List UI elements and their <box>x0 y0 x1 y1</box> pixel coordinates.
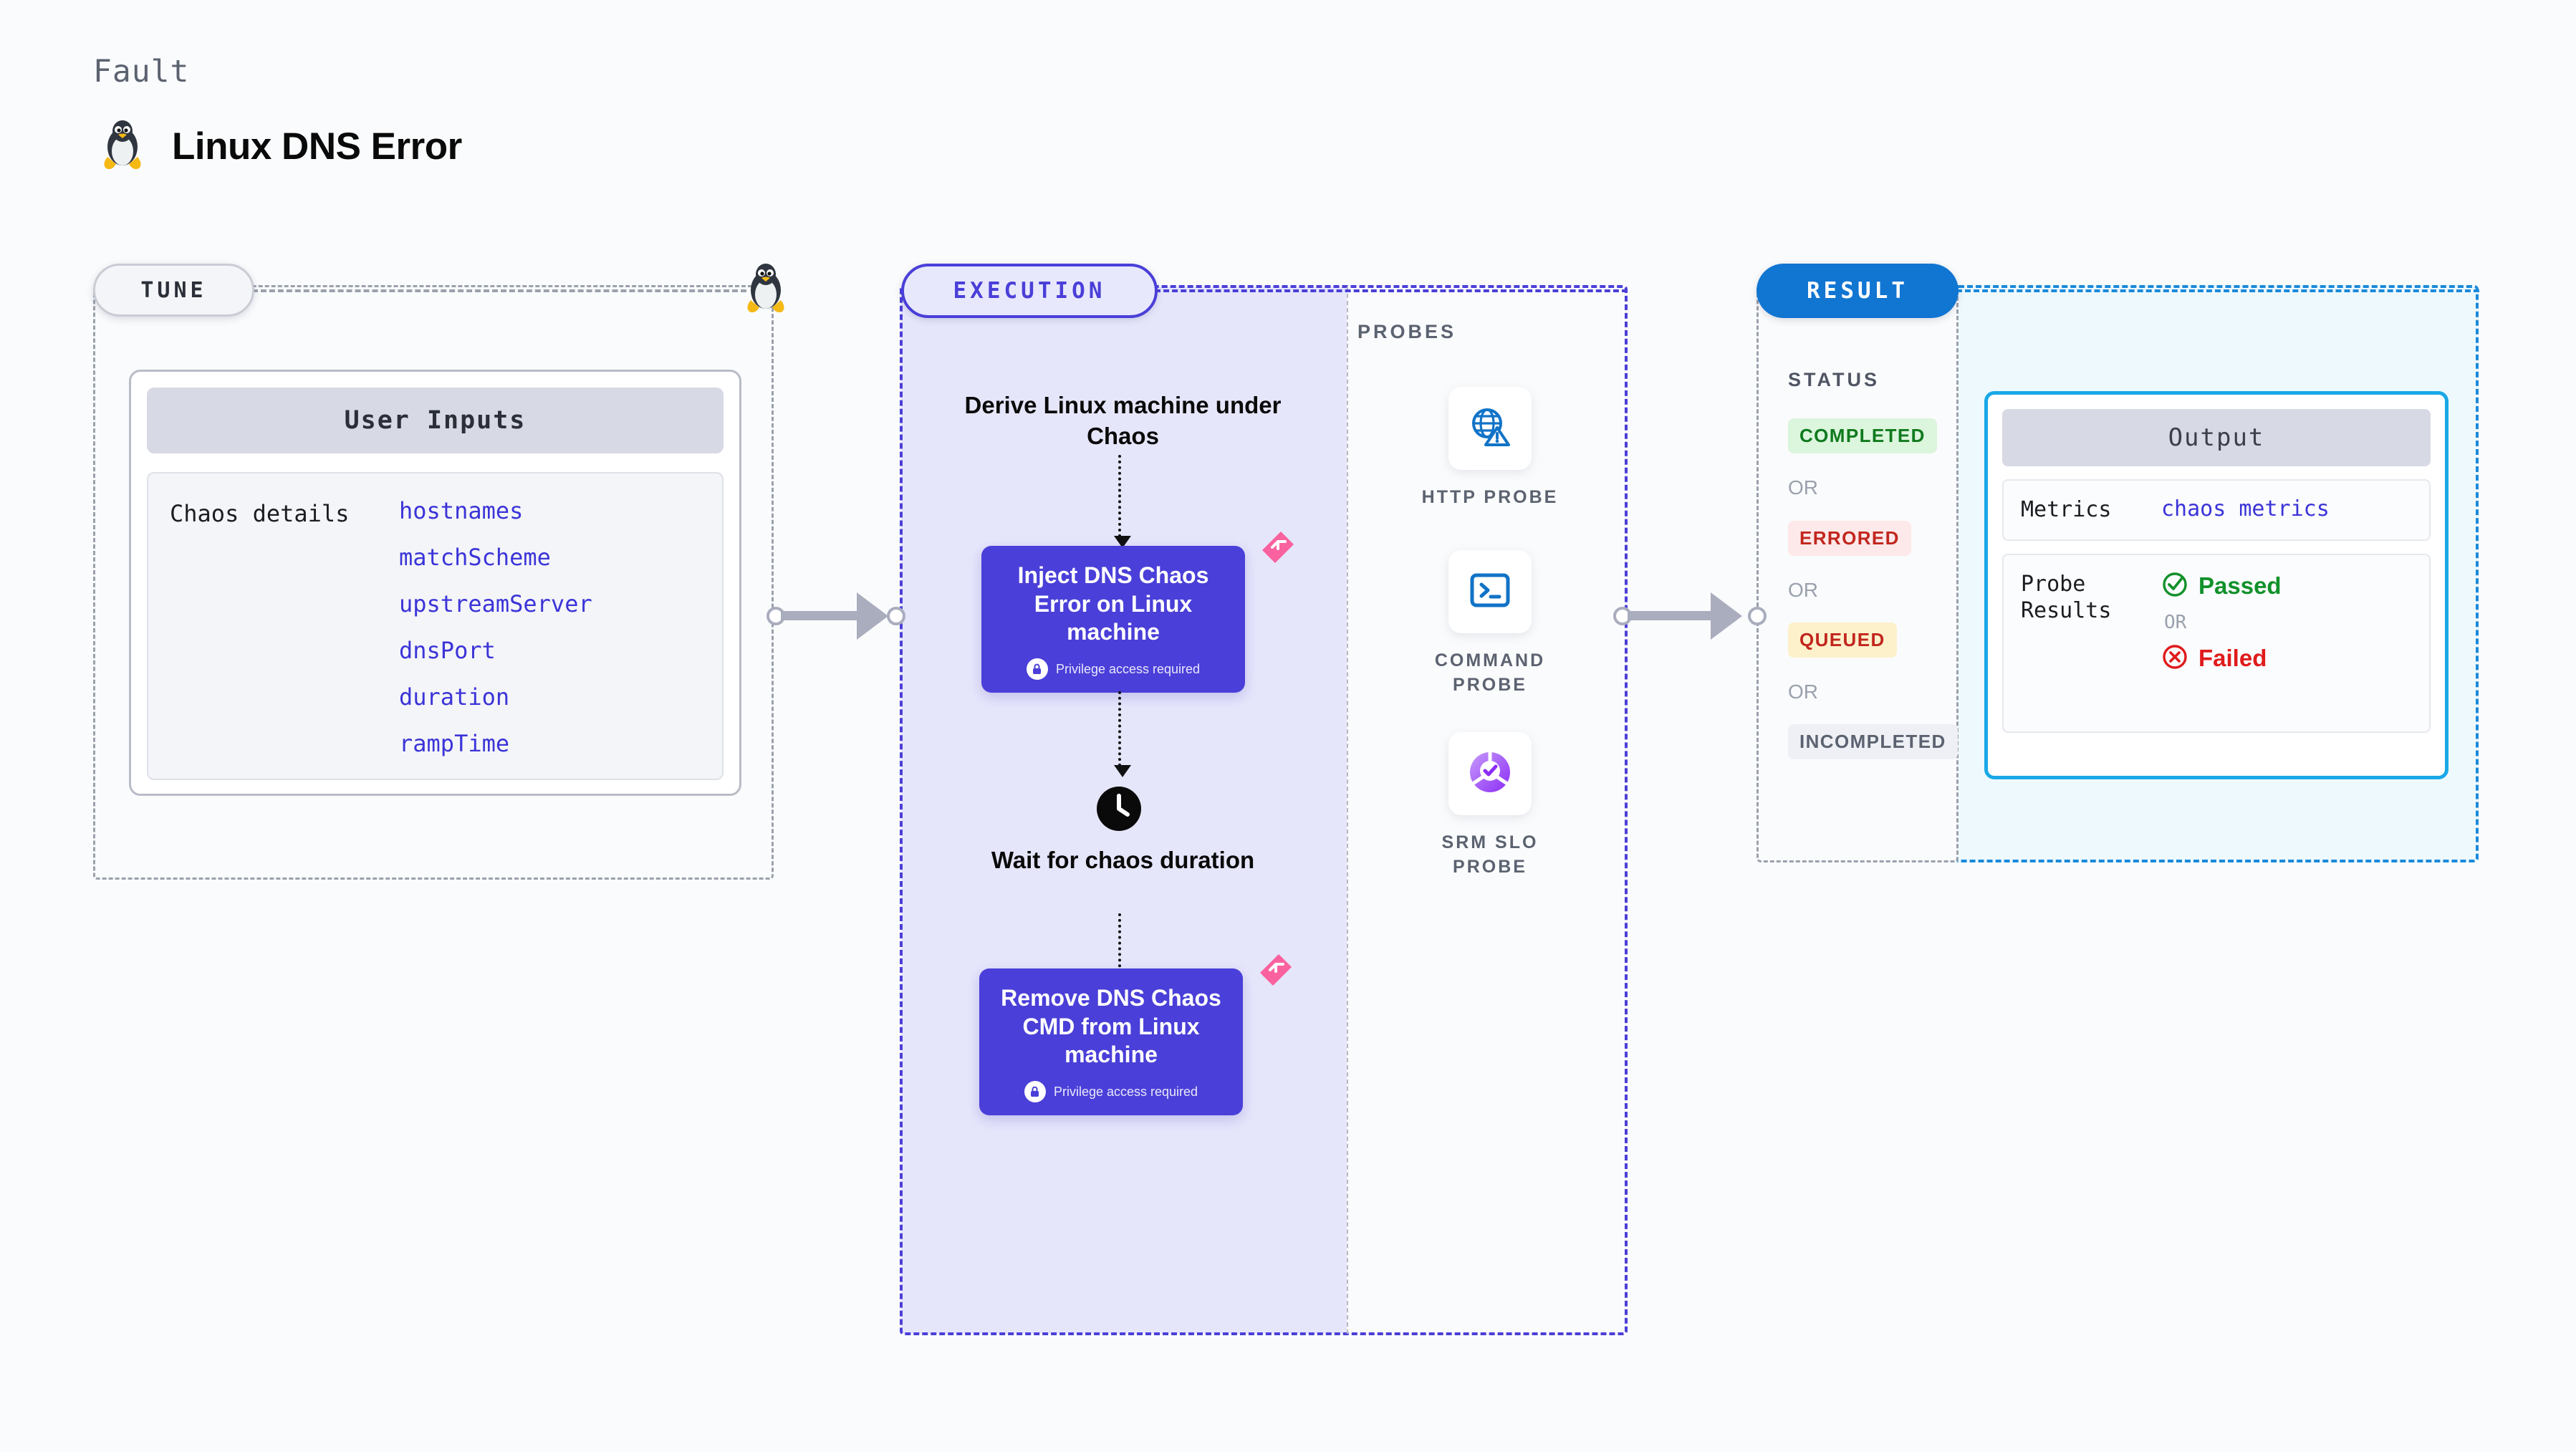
inject-chaos-card[interactable]: Inject DNS Chaos Error on Linux machine … <box>981 532 1294 693</box>
status-badge-errored: ERRORED <box>1788 521 1911 556</box>
output-header: Output <box>2002 409 2431 466</box>
probe-result-passed-label: Passed <box>2198 572 2282 599</box>
terminal-icon <box>1468 571 1512 613</box>
status-or: OR <box>1788 579 1818 601</box>
execution-probes-region <box>900 285 1628 1335</box>
connector-tune-to-execution <box>766 591 910 641</box>
probes-label: PROBES <box>1357 321 1457 342</box>
status-badge-incompleted: INCOMPLETED <box>1788 724 1958 759</box>
probe-caption: COMMAND PROBE <box>1434 650 1546 695</box>
chaos-details-box: Chaos details hostnames matchScheme upst… <box>147 472 724 780</box>
metrics-label: Metrics <box>2021 497 2112 522</box>
clock-icon <box>1097 787 1141 831</box>
lock-icon <box>1026 658 1048 681</box>
execution-header-rule <box>1155 289 1628 292</box>
chaos-param[interactable]: dnsPort <box>399 637 496 664</box>
page-title: Linux DNS Error <box>172 125 462 168</box>
connector-execution-to-result <box>1613 591 1771 641</box>
check-circle-icon <box>2161 571 2188 602</box>
result-header-rule <box>1956 289 2479 292</box>
flow-arrow-2 <box>1114 691 1131 777</box>
x-circle-icon <box>2161 643 2188 674</box>
probe-item-http[interactable]: HTTP PROBE <box>1403 387 1577 510</box>
status-or: OR <box>1788 476 1818 499</box>
remove-chaos-note-text: Privilege access required <box>1053 1084 1198 1099</box>
probe-results-label: Probe Results <box>2021 571 2112 624</box>
chaos-param[interactable]: upstreamServer <box>399 590 592 617</box>
probe-result-passed: Passed <box>2161 571 2282 602</box>
tune-linux-penguin-icon <box>744 261 788 318</box>
chaos-param[interactable]: matchScheme <box>399 544 551 571</box>
inject-chaos-note-text: Privilege access required <box>1055 661 1201 676</box>
connector-end-dot <box>887 607 905 625</box>
page-kicker: Fault <box>93 54 190 90</box>
connector-bar <box>1628 611 1721 620</box>
page-title-row: Linux DNS Error <box>100 118 462 175</box>
tune-region: User Inputs Chaos details hostnames matc… <box>93 285 774 880</box>
status-badge-completed: COMPLETED <box>1788 418 1937 453</box>
probes-divider <box>1347 287 1348 1334</box>
metrics-row: Metrics chaos metrics <box>2002 479 2431 541</box>
flow-arrow-1 <box>1114 455 1131 548</box>
slo-donut-check-icon <box>1466 749 1514 799</box>
chaos-param[interactable]: duration <box>399 683 510 711</box>
probe-item-srm-slo[interactable]: SRM SLO PROBE <box>1403 732 1577 880</box>
probe-tile <box>1448 387 1532 470</box>
probe-results-row: Probe Results Passed OR <box>2002 553 2431 733</box>
probe-caption: SRM SLO PROBE <box>1441 832 1539 877</box>
probe-item-command[interactable]: COMMAND PROBE <box>1403 550 1577 698</box>
chaos-details-label: Chaos details <box>170 500 350 527</box>
connector-arrowhead <box>857 592 888 640</box>
connector-bar <box>781 611 867 620</box>
metrics-value[interactable]: chaos metrics <box>2161 496 2330 521</box>
inject-chaos-title: Inject DNS Chaos Error on Linux machine <box>1017 562 1209 645</box>
user-inputs-card: User Inputs Chaos details hostnames matc… <box>129 370 741 796</box>
result-status-region <box>1756 285 1959 862</box>
tune-header-rule <box>252 289 746 292</box>
probe-result-failed-label: Failed <box>2198 645 2267 671</box>
probe-result-failed: Failed <box>2161 643 2282 674</box>
globe-warning-icon <box>1467 404 1513 453</box>
probe-results-values: Passed OR Failed <box>2161 571 2282 716</box>
status-badge-queued: QUEUED <box>1788 622 1897 658</box>
chaos-params-list: hostnames matchScheme upstreamServer dns… <box>399 497 592 757</box>
linux-penguin-icon <box>100 118 145 175</box>
tune-pill[interactable]: TUNE <box>93 264 254 317</box>
remove-chaos-card[interactable]: Remove DNS Chaos CMD from Linux machine … <box>979 954 1292 1116</box>
chaos-param[interactable]: hostnames <box>399 497 524 524</box>
lock-icon <box>1024 1081 1046 1103</box>
derive-step-label: Derive Linux machine under Chaos <box>964 392 1282 449</box>
remove-chaos-title: Remove DNS Chaos CMD from Linux machine <box>1001 985 1221 1068</box>
status-or: OR <box>1788 681 1818 703</box>
execution-pill[interactable]: EXECUTION <box>901 264 1158 318</box>
output-card: Output Metrics chaos metrics Probe Resul… <box>1984 391 2448 779</box>
probe-tile <box>1448 732 1532 815</box>
probe-caption: HTTP PROBE <box>1421 487 1559 507</box>
remove-chaos-note: Privilege access required <box>996 1081 1226 1103</box>
probe-tile <box>1448 550 1532 633</box>
connector-arrowhead <box>1711 592 1742 640</box>
wait-step-label: Wait for chaos duration <box>991 847 1255 873</box>
user-inputs-header: User Inputs <box>147 388 724 453</box>
inject-chaos-note: Privilege access required <box>999 658 1228 681</box>
result-pill[interactable]: RESULT <box>1756 264 1959 318</box>
status-label: STATUS <box>1788 369 1880 390</box>
connector-end-dot <box>1748 607 1767 625</box>
chaos-param[interactable]: rampTime <box>399 730 510 757</box>
probe-result-or: OR <box>2164 611 2187 633</box>
